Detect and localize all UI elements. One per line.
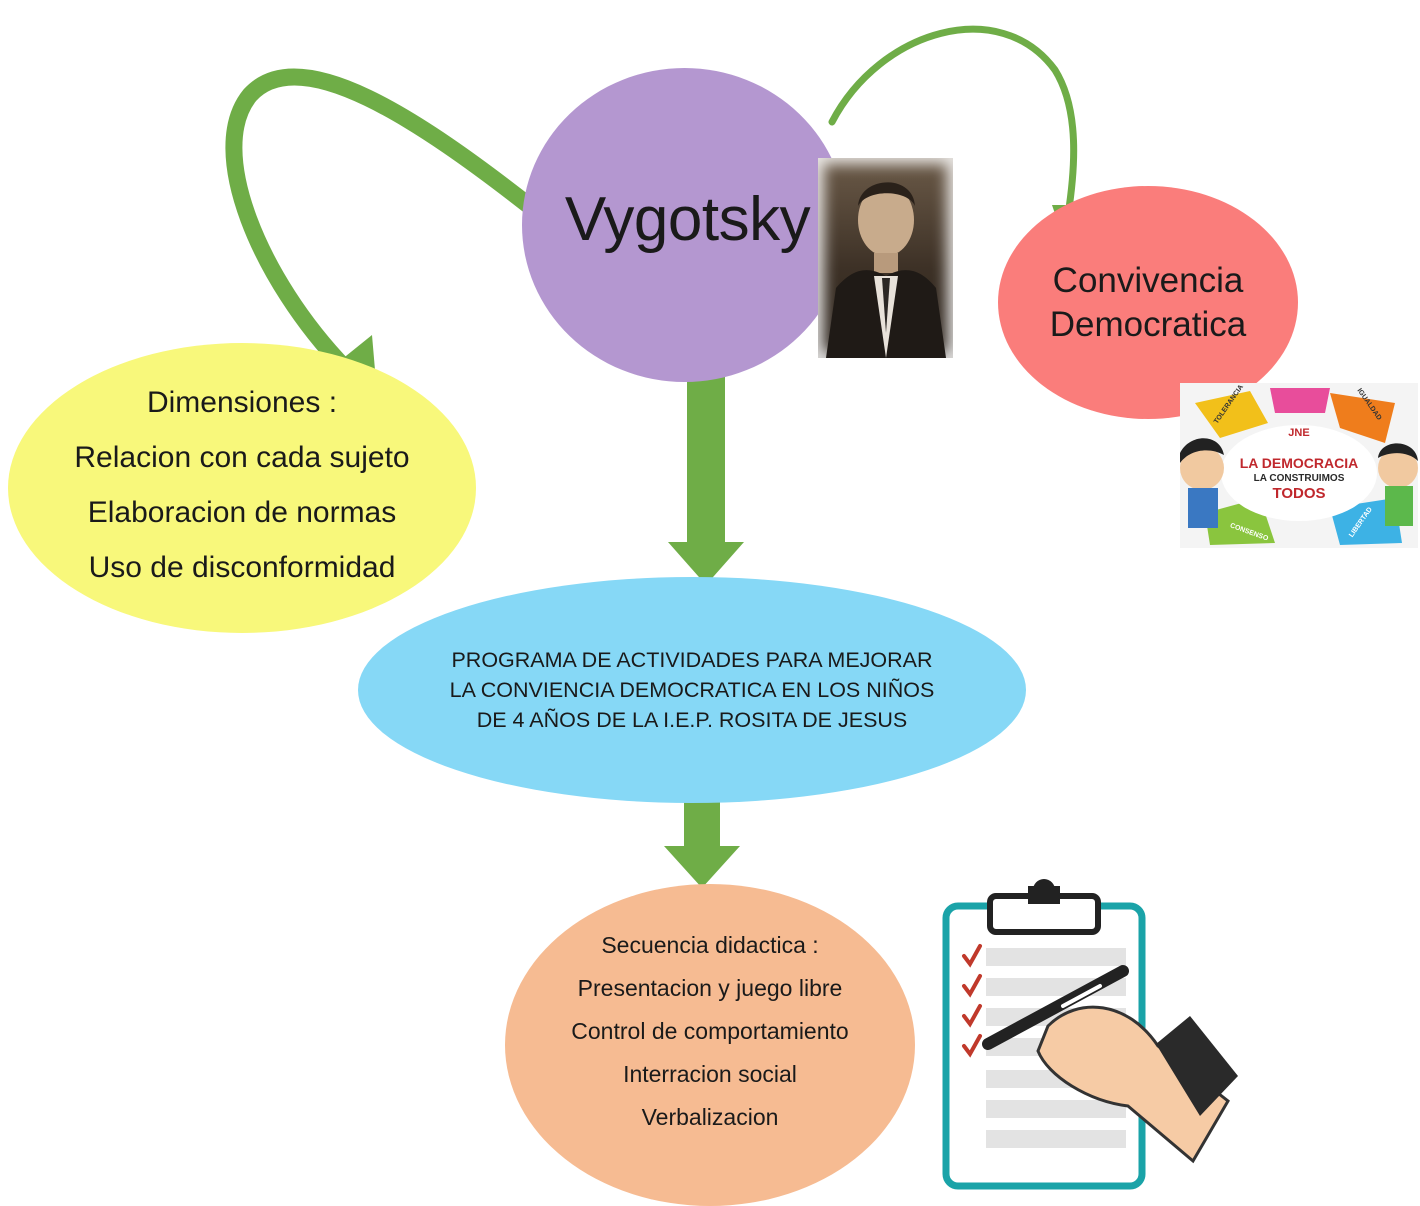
secuencia-node: Secuencia didactica : Presentacion y jue… xyxy=(505,884,915,1206)
clipboard-checklist-icon xyxy=(928,876,1238,1194)
programa-line-2: LA CONVIENCIA DEMOCRATICA EN LOS NIÑOS xyxy=(449,678,935,702)
vygotsky-portrait xyxy=(818,158,953,358)
portrait-illustration xyxy=(826,182,946,358)
vygotsky-title: Vygotsky xyxy=(564,184,811,254)
curved-arrow-right xyxy=(828,25,1078,219)
secuencia-line-5: Verbalizacion xyxy=(641,1103,779,1130)
convivencia-line-1: Convivencia xyxy=(1052,260,1244,300)
democracy-illustration xyxy=(1180,383,1418,548)
democracy-line-2: LA CONSTRUIMOS xyxy=(1253,473,1345,484)
democracy-logo: JNE xyxy=(1288,427,1310,439)
arrowhead-down-1 xyxy=(668,542,744,585)
convivencia-node: Convivencia Democratica xyxy=(998,186,1298,419)
vygotsky-node: Vygotsky xyxy=(522,68,847,382)
secuencia-line-1: Secuencia didactica : xyxy=(601,931,819,958)
convivencia-line-2: Democratica xyxy=(1049,304,1247,344)
dimensiones-line-3: Elaboracion de normas xyxy=(87,496,397,529)
democracy-line-1: LA DEMOCRACIA xyxy=(1239,455,1359,471)
clipboard-illustration xyxy=(942,879,1238,1190)
curved-arrow-left xyxy=(225,68,541,377)
programa-node: PROGRAMA DE ACTIVIDADES PARA MEJORAR LA … xyxy=(358,577,1026,803)
secuencia-line-3: Control de comportamiento xyxy=(571,1017,849,1044)
arrowhead-down-2 xyxy=(664,846,740,888)
democracy-line-3: TODOS xyxy=(1272,485,1326,502)
dimensiones-line-1: Dimensiones : xyxy=(146,386,338,419)
arrow-shaft-1 xyxy=(687,374,725,544)
secuencia-line-2: Presentacion y juego libre xyxy=(577,974,843,1001)
programa-line-3: DE 4 AÑOS DE LA I.E.P. ROSITA DE JESUS xyxy=(476,708,908,732)
programa-line-1: PROGRAMA DE ACTIVIDADES PARA MEJORAR xyxy=(451,648,933,672)
arrow-shaft-2 xyxy=(684,796,720,848)
dimensiones-line-4: Uso de disconformidad xyxy=(88,551,396,584)
secuencia-line-4: Interracion social xyxy=(623,1060,797,1087)
democracy-image: JNE LA DEMOCRACIA LA CONSTRUIMOS TODOS T… xyxy=(1180,383,1418,548)
dimensiones-line-2: Relacion con cada sujeto xyxy=(74,441,410,474)
dimensiones-node: Dimensiones : Relacion con cada sujeto E… xyxy=(8,343,476,633)
